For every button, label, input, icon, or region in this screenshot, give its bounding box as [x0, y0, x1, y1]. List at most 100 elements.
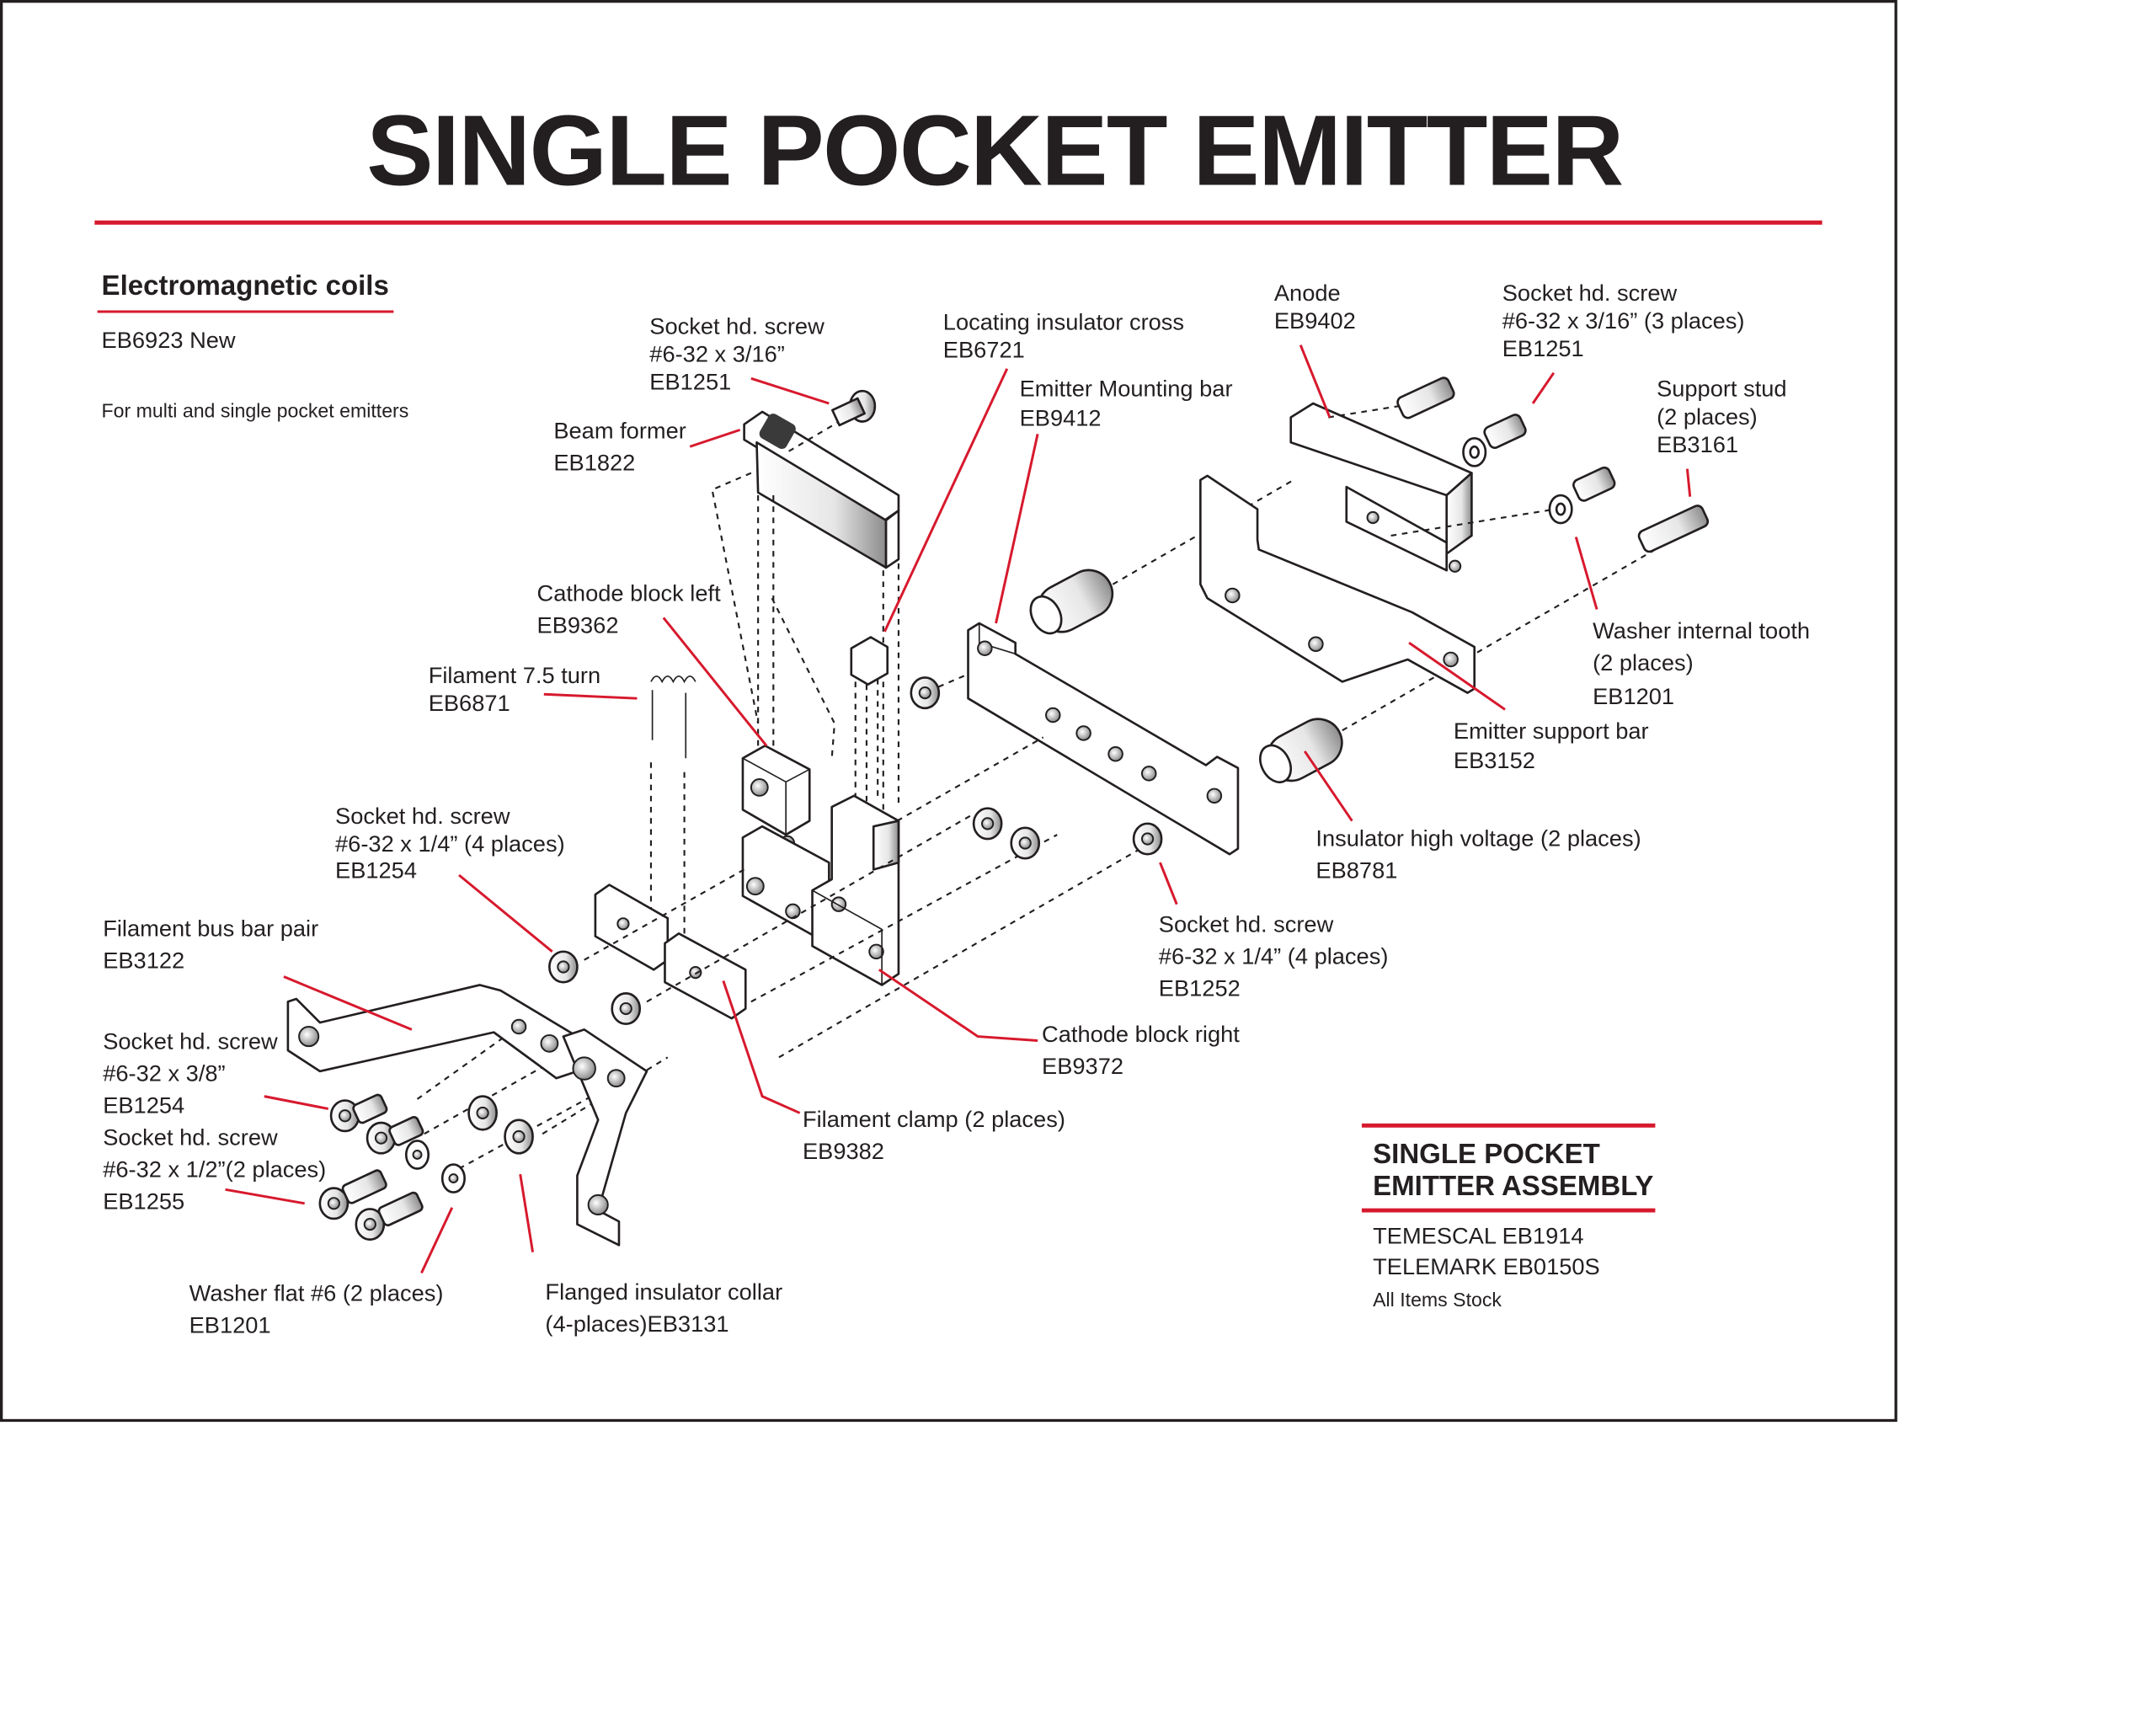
screw-beam-part-text: EB1251: [649, 368, 731, 394]
callout-washer-flat: Washer flat #6 (2 places) EB1201: [189, 1279, 444, 1338]
screw-quarter-spec-text: #6-32 x 1/4” (4 places): [335, 830, 565, 857]
insulator-hv-lower: [1259, 718, 1343, 783]
beam-former-name-text: Beam former: [553, 417, 686, 443]
filament-clamp-name-text: Filament clamp (2 places): [803, 1106, 1065, 1132]
screw-beam-spec-text: #6-32 x 3/16”: [649, 340, 785, 366]
filament-part-text: EB6871: [429, 690, 510, 716]
callout-cathode-right: Cathode block right EB9372: [1042, 1021, 1240, 1079]
support-stud-part-text: EB3161: [1657, 431, 1738, 457]
coils-heading: Electromagnetic coils: [102, 270, 389, 301]
assembly-info-box: SINGLE POCKET EMITTER ASSEMBLY TEMESCAL …: [1361, 1123, 1656, 1311]
screw-quarter-name-text: Socket hd. screw: [335, 803, 510, 829]
insulator-hv-part-text: EB8781: [1315, 857, 1397, 883]
cathode-right-name-text: Cathode block right: [1042, 1021, 1240, 1047]
anode-part-text: EB9402: [1274, 307, 1356, 334]
screw-half-name-text: Socket hd. screw: [103, 1124, 278, 1150]
callout-collar: Flanged insulator collar (4-places)EB313…: [545, 1279, 782, 1337]
anode-part: [1289, 402, 1473, 573]
locating-cross-part: [850, 636, 889, 804]
screw-quarter-part-text: EB1254: [335, 857, 417, 883]
bus-bar-part: [286, 984, 648, 1247]
cathode-block-right-part: [811, 794, 900, 986]
callout-screw-anode: Socket hd. screw #6-32 x 3/16” (3 places…: [1502, 280, 1745, 361]
sheet-frame: [0, 0, 1897, 1423]
callout-bus-bar: Filament bus bar pair EB3122: [103, 916, 318, 974]
lower-fasteners: [318, 1093, 534, 1241]
filament-name-text: Filament 7.5 turn: [429, 662, 600, 688]
cathode-block-left-part: [741, 745, 830, 937]
support-bar-part-text: EB3152: [1454, 747, 1535, 773]
cathode-left-part-text: EB9362: [537, 612, 619, 638]
leader-lines: [225, 344, 1692, 1274]
screw-anode-spec-text: #6-32 x 3/16” (3 places): [1502, 307, 1745, 334]
socket-screws-cathode: [548, 676, 1163, 1026]
screw-1252-part-text: EB1252: [1159, 975, 1241, 1001]
screw-anode-name-text: Socket hd. screw: [1502, 280, 1678, 306]
callout-insulator-hv: Insulator high voltage (2 places) EB8781: [1315, 825, 1641, 883]
callout-filament-clamp: Filament clamp (2 places) EB9382: [803, 1106, 1065, 1164]
callout-locating-cross: Locating insulator cross EB6721: [943, 308, 1184, 362]
callout-screw-quarter: Socket hd. screw #6-32 x 1/4” (4 places)…: [335, 803, 565, 883]
screw-anode-part-text: EB1251: [1502, 335, 1584, 361]
beam-former-part: [711, 410, 900, 821]
beam-former-part-text: EB1822: [553, 449, 635, 475]
callout-support-stud: Support stud (2 places) EB3161: [1657, 376, 1787, 457]
screw-half-part-text: EB1255: [103, 1188, 184, 1214]
washer-tooth-name-text: Washer internal tooth: [1593, 617, 1810, 643]
callout-anode: Anode EB9402: [1274, 280, 1356, 334]
support-bar-part: [1199, 474, 1476, 694]
screw-1252-spec-text: #6-32 x 1/4” (4 places): [1159, 943, 1389, 969]
bus-bar-name-text: Filament bus bar pair: [103, 916, 318, 942]
screw-3-8-name-text: Socket hd. screw: [103, 1028, 278, 1054]
screw-3-8-spec-text: #6-32 x 3/8”: [103, 1060, 225, 1086]
locating-cross-name-text: Locating insulator cross: [943, 308, 1184, 334]
cathode-left-name-text: Cathode block left: [537, 580, 722, 606]
screw-half-spec-text: #6-32 x 1/2”(2 places): [103, 1156, 326, 1182]
anode-fasteners: [1328, 376, 1710, 553]
callout-screw-half: Socket hd. screw #6-32 x 1/2”(2 places) …: [103, 1124, 326, 1214]
callout-screw-beam: Socket hd. screw #6-32 x 3/16” EB1251: [649, 312, 825, 394]
support-bar-name-text: Emitter support bar: [1454, 718, 1649, 744]
callout-mounting-bar: Emitter Mounting bar EB9412: [1020, 376, 1233, 431]
washer-flat-name-text: Washer flat #6 (2 places): [189, 1279, 444, 1306]
anode-name-text: Anode: [1274, 280, 1341, 306]
assembly-box-telemark-text: TELEMARK EB0150S: [1373, 1253, 1600, 1279]
callout-cathode-left: Cathode block left EB9362: [537, 580, 722, 638]
screw-1252-name-text: Socket hd. screw: [1159, 911, 1334, 937]
assembly-box-title-line1-text: SINGLE POCKET: [1373, 1138, 1600, 1169]
insulator-hv-upper: [1029, 569, 1114, 635]
washer-flat-part-text: EB1201: [189, 1311, 271, 1338]
bus-bar-part-text: EB3122: [103, 948, 184, 974]
callout-screw-3-8: Socket hd. screw #6-32 x 3/8” EB1254: [103, 1028, 278, 1118]
collar-name-text: Flanged insulator collar: [545, 1279, 782, 1305]
assembly-paths: [416, 674, 1141, 1170]
coils-note: For multi and single pocket emitters: [102, 400, 409, 422]
mounting-bar-part-text: EB9412: [1020, 404, 1102, 430]
filament-clamp-part-text: EB9382: [803, 1138, 884, 1164]
washer-tooth-part-text: EB1201: [1593, 683, 1674, 709]
mounting-bar-name-text: Emitter Mounting bar: [1020, 376, 1233, 402]
locating-cross-part-text: EB6721: [943, 337, 1025, 363]
collar-spec-text: (4-places)EB3131: [545, 1311, 728, 1337]
screw-beam-part: [831, 389, 877, 427]
page-title: SINGLE POCKET EMITTER: [366, 95, 1622, 207]
screw-3-8-part-text: EB1254: [103, 1092, 184, 1118]
callout-beam-former: Beam former EB1822: [553, 417, 686, 475]
assembly-box-title-line2-text: EMITTER ASSEMBLY: [1373, 1170, 1653, 1201]
insulator-hv-name-text: Insulator high voltage (2 places): [1315, 825, 1641, 851]
support-stud-spec-text: (2 places): [1657, 403, 1758, 430]
washer-tooth-spec-text: (2 places): [1593, 649, 1694, 675]
callout-screw-1252: Socket hd. screw #6-32 x 1/4” (4 places)…: [1159, 911, 1389, 1001]
assembly-box-stock-text: All Items Stock: [1373, 1289, 1502, 1311]
filament-clamp-parts: [594, 884, 747, 1020]
assembly-box-temescal-text: TEMESCAL EB1914: [1373, 1223, 1583, 1249]
cathode-right-part-text: EB9372: [1042, 1053, 1123, 1079]
callout-filament: Filament 7.5 turn EB6871: [429, 662, 600, 716]
filament-part: [649, 675, 696, 947]
screw-beam-name-text: Socket hd. screw: [649, 312, 825, 339]
callout-support-bar: Emitter support bar EB3152: [1454, 718, 1649, 773]
mounting-bar-part: [967, 622, 1240, 856]
coils-part: EB6923 New: [102, 327, 236, 353]
callout-washer-tooth: Washer internal tooth (2 places) EB1201: [1593, 617, 1810, 709]
